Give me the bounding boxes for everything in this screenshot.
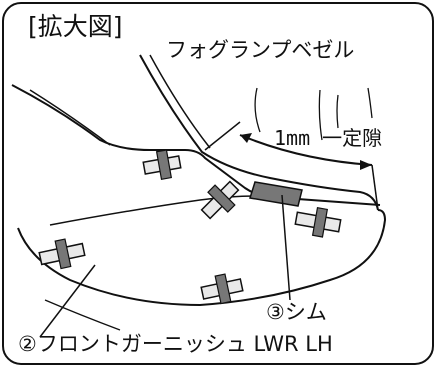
shim [249, 181, 303, 207]
label-shim: ③シム [266, 300, 327, 324]
gap-arrow-head-left [240, 133, 252, 143]
gap-right-edge [371, 164, 379, 211]
tape-piece-1 [142, 149, 182, 181]
diagram-title: [拡大図] [28, 12, 123, 41]
fog-lamp-bezel-outline [139, 54, 379, 211]
shim-leader-line [281, 194, 291, 301]
fog-lamp-bezel-inner [149, 54, 211, 149]
lamp-lens-arc-1 [254, 87, 261, 133]
garnish-leader-line [39, 264, 96, 338]
lamp-lens-arc-3 [336, 94, 339, 129]
tape-piece-3 [294, 206, 342, 238]
label-gap: 1mm 一定隙 [274, 126, 383, 150]
gap-arrow [239, 134, 373, 166]
garnish-inner-line [44, 299, 121, 331]
label-front-garnish: ②フロントガーニッシュ LWR LH [18, 332, 333, 356]
bezel-leader-line [204, 121, 241, 151]
gap-arrow-head-right [360, 160, 372, 170]
tape-piece-5 [200, 273, 244, 305]
garnish-outline [17, 209, 387, 307]
body-upper-line-2 [29, 89, 111, 146]
tape-piece-2 [200, 180, 240, 220]
tape-piece-4 [38, 238, 86, 270]
lamp-lens-arc-2 [318, 89, 323, 141]
lamp-lens-arc-4 [367, 87, 373, 119]
label-fog-lamp-bezel: フォグランプベゼル [166, 38, 355, 62]
